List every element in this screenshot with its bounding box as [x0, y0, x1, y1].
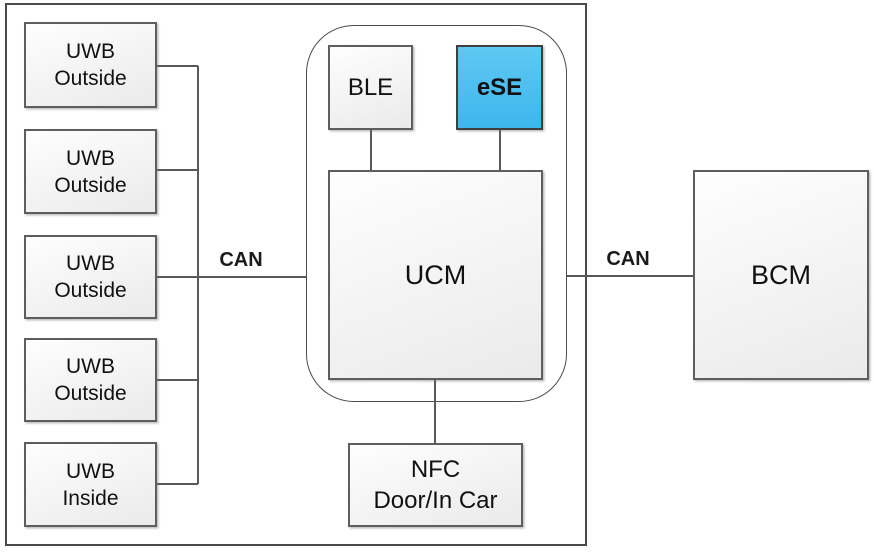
uwb-outside-1-label-line2: Outside: [54, 67, 127, 90]
uwb-outside-3-node: UWB Outside: [24, 235, 157, 319]
bcm-node: BCM: [693, 170, 869, 380]
ble-node: BLE: [328, 45, 413, 130]
uwb-2-stub-line: [157, 169, 198, 171]
uwb-outside-3-label-line2: Outside: [54, 279, 127, 302]
nfc-label-line1: NFC: [410, 456, 461, 483]
uwb-5-stub-line: [157, 483, 198, 485]
ble-label: BLE: [347, 73, 394, 101]
ese-node: eSE: [456, 45, 543, 130]
uwb-outside-4-node: UWB Outside: [24, 338, 157, 422]
uwb-outside-2-label-line2: Outside: [54, 173, 127, 197]
uwb-outside-1-label-line1: UWB: [66, 40, 115, 63]
uwb-inside-label-line1: UWB: [66, 459, 115, 483]
vehicle-boundary-rect: [5, 3, 587, 546]
ble-ucm-line: [370, 130, 372, 170]
uwb-outside-4-label-line2: Outside: [54, 382, 127, 405]
uwb-1-stub-line: [157, 65, 198, 67]
ese-ucm-line: [499, 130, 501, 170]
uwb-ucm-can-line: [157, 276, 328, 278]
can-label-left: CAN: [219, 249, 263, 271]
ucm-bcm-can-line: [543, 275, 693, 277]
nfc-label-line2: Door/In Car: [373, 487, 498, 514]
ucm-label: UCM: [404, 259, 467, 290]
uwb-outside-1-node: UWB Outside: [24, 22, 157, 108]
uwb-bus-line: [197, 66, 199, 484]
ese-label: eSE: [476, 73, 523, 101]
uwb-outside-4-label-line1: UWB: [66, 355, 115, 378]
uwb-inside-label-line2: Inside: [62, 486, 119, 510]
uwb-4-stub-line: [157, 379, 198, 381]
uwb-inside-node: UWB Inside: [24, 442, 157, 527]
ucm-node: UCM: [328, 170, 543, 380]
uwb-outside-2-label-line1: UWB: [66, 146, 115, 170]
nfc-node: NFC Door/In Car: [348, 443, 523, 527]
uwb-outside-2-node: UWB Outside: [24, 129, 157, 214]
uwb-outside-3-label-line1: UWB: [66, 252, 115, 275]
bcm-label: BCM: [751, 259, 811, 290]
can-label-right: CAN: [606, 248, 650, 270]
ucm-nfc-line: [434, 380, 436, 443]
